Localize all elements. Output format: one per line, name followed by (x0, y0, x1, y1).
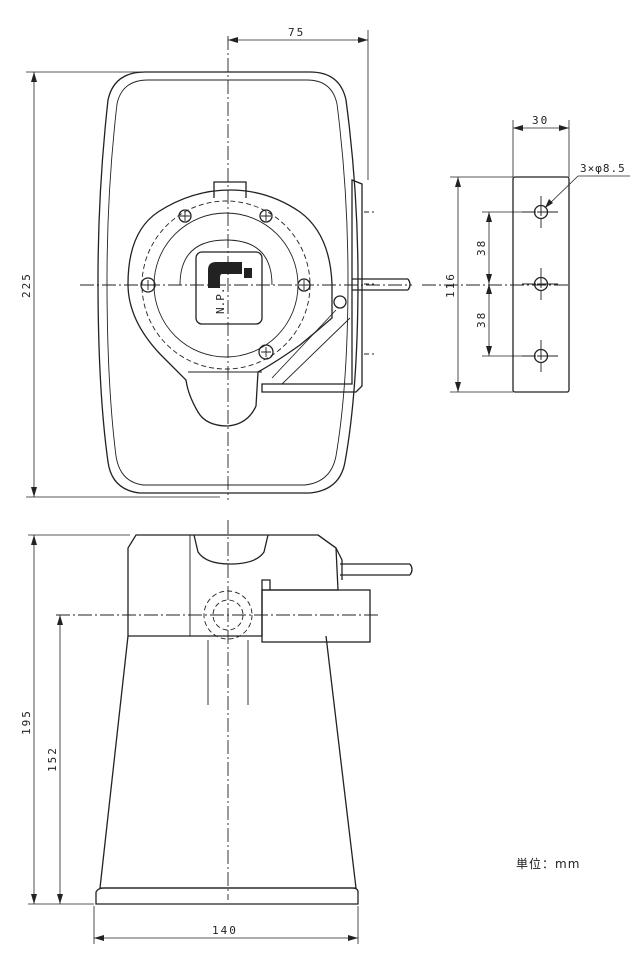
dim-116: 116 (444, 176, 513, 393)
terminal-connector (208, 262, 242, 288)
side-cable-end (409, 563, 413, 576)
bracket-pivot (333, 295, 347, 309)
bracket-view (422, 176, 570, 393)
side-bracket (261, 179, 363, 393)
dim-195: 195 (20, 534, 130, 905)
dim-38-upper: 38 (475, 211, 530, 357)
horn-mouth (95, 887, 359, 905)
dim-225: 225 (20, 71, 220, 498)
dim-38-upper-label: 38 (475, 239, 488, 256)
side-bracket-tab (261, 579, 271, 590)
dim-140-label: 140 (212, 924, 238, 937)
front-body-outline (97, 71, 359, 494)
dim-30: 30 (512, 114, 570, 177)
bracket-hole-mark (364, 211, 374, 355)
terminal-block (195, 251, 263, 325)
dim-75-label: 75 (288, 26, 305, 39)
dim-30-label: 30 (532, 114, 549, 127)
screw-icon (258, 344, 274, 360)
bracket-hole-center-lines (522, 196, 560, 372)
driver-inner-arc (179, 239, 273, 286)
cable-end (407, 278, 411, 291)
driver-housing (127, 189, 333, 427)
nameplate-text: N.P. (214, 288, 227, 315)
side-head (127, 534, 339, 637)
hole-callout-label: 3×φ8.5 (580, 162, 626, 175)
dim-152-label: 152 (46, 746, 59, 772)
dim-75: 75 (228, 26, 369, 180)
front-view: N.P. (80, 36, 412, 500)
dim-38-lower-label: 38 (475, 311, 488, 328)
hole-callout: 3×φ8.5 (544, 162, 630, 209)
horn-neck-lines (207, 640, 249, 705)
side-view (56, 520, 413, 905)
bracket-plate (512, 176, 570, 393)
top-lug (213, 181, 247, 198)
dim-140: 140 (93, 906, 359, 944)
dim-116-label: 116 (444, 272, 457, 298)
screw-icon (178, 209, 192, 223)
dim-225-label: 225 (20, 272, 33, 298)
unit-label: 単位：mm (516, 856, 580, 871)
bracket-strut (271, 309, 351, 385)
dim-195-label: 195 (20, 709, 33, 735)
side-cable (340, 563, 410, 576)
side-head-notch (193, 534, 269, 565)
side-rear-lug (317, 534, 343, 580)
screw-icon (259, 209, 273, 223)
front-body-inner-outline (106, 79, 349, 486)
cable (352, 278, 408, 291)
terminal-small-tab (244, 268, 252, 278)
dim-38-lower: 38 (475, 284, 492, 356)
dim-152: 152 (46, 615, 63, 904)
side-bracket (261, 589, 371, 643)
